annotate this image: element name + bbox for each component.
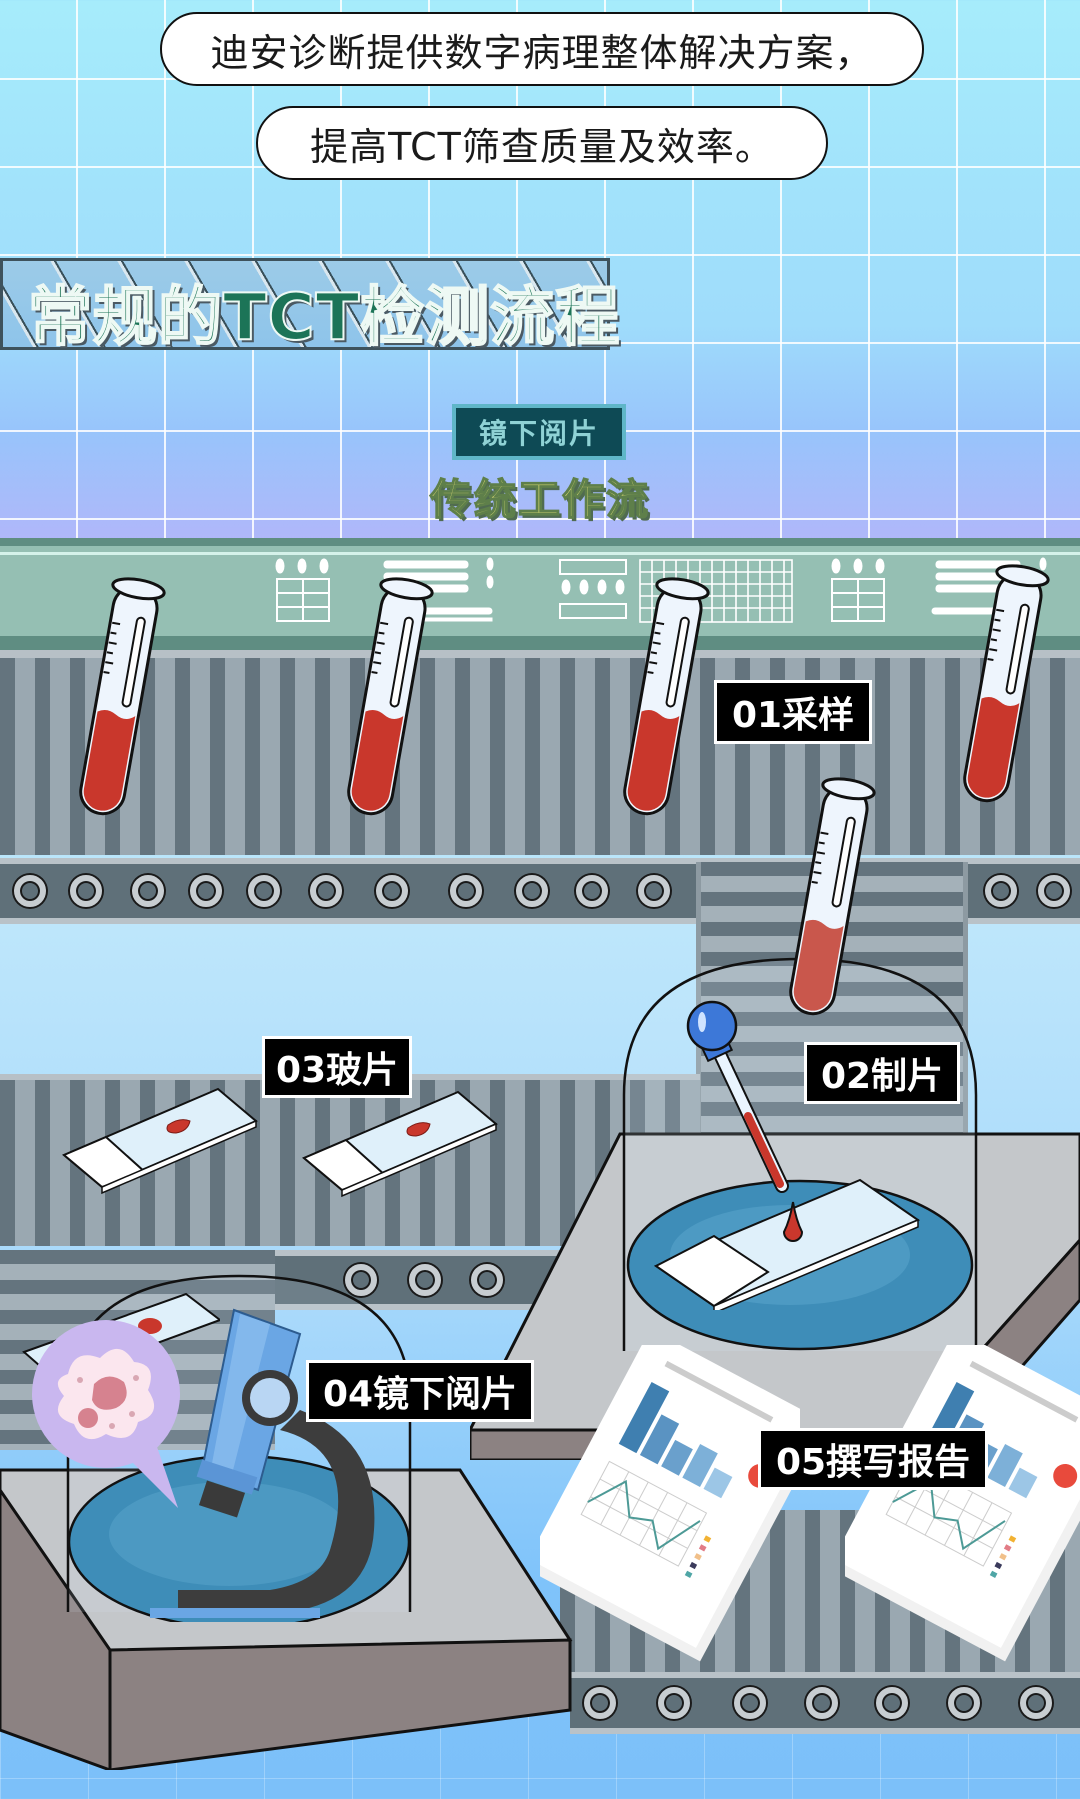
roller bbox=[1020, 1687, 1052, 1719]
roller bbox=[806, 1687, 838, 1719]
roller bbox=[14, 875, 46, 907]
roller bbox=[516, 875, 548, 907]
roller bbox=[70, 875, 102, 907]
roller bbox=[345, 1264, 377, 1296]
roller bbox=[450, 875, 482, 907]
step-label: 05撰写报告 bbox=[775, 1442, 971, 1483]
blood-drop-icon bbox=[782, 1201, 804, 1242]
step-label: 03玻片 bbox=[275, 1050, 399, 1091]
report-document-icon bbox=[845, 1345, 1080, 1662]
step-label: 02制片 bbox=[820, 1056, 944, 1097]
banner-line-1: 迪安诊断提供数字病理整体解决方案， bbox=[160, 12, 924, 86]
section-title-block: 常规的TCT检测流程 bbox=[0, 258, 620, 356]
roller bbox=[190, 875, 222, 907]
step-label: 04镜下阅片 bbox=[322, 1374, 518, 1415]
roller bbox=[376, 875, 408, 907]
test-tube-icon bbox=[963, 564, 1050, 803]
roller bbox=[310, 875, 342, 907]
report-document-icon bbox=[540, 1345, 800, 1662]
banner-text-1: 迪安诊断提供数字病理整体解决方案， bbox=[210, 30, 874, 75]
test-tube-icon bbox=[623, 577, 710, 816]
step-tag-04-microscopy: 04镜下阅片 bbox=[306, 1360, 534, 1422]
roller bbox=[584, 1687, 616, 1719]
banner-line-2: 提高TCT筛查质量及效率。 bbox=[256, 106, 828, 180]
roller bbox=[1038, 875, 1070, 907]
step-tag-05-report: 05撰写报告 bbox=[758, 1428, 988, 1490]
display-panel bbox=[0, 538, 1080, 650]
step-tag-03-slides: 03玻片 bbox=[262, 1036, 412, 1098]
test-tube-icon bbox=[347, 577, 434, 816]
test-tube-icon bbox=[789, 777, 876, 1016]
roller bbox=[658, 1687, 690, 1719]
roller bbox=[734, 1687, 766, 1719]
dropper-icon bbox=[686, 1000, 789, 1193]
page-title: 常规的TCT检测流程 bbox=[27, 280, 621, 356]
badge-microscope-reading: 镜下阅片 bbox=[452, 404, 626, 460]
panel-line bbox=[0, 552, 1080, 555]
step-tag-01-sampling: 01采样 bbox=[714, 680, 872, 744]
roller bbox=[248, 875, 280, 907]
truss-frame bbox=[0, 258, 610, 350]
microscope-icon bbox=[150, 1308, 375, 1618]
subtitle-traditional-workflow: 传统工作流 bbox=[429, 474, 650, 525]
roller bbox=[876, 1687, 908, 1719]
roller bbox=[409, 1264, 441, 1296]
roller bbox=[471, 1264, 503, 1296]
step-tag-02-preparation: 02制片 bbox=[804, 1042, 960, 1104]
roller bbox=[576, 875, 608, 907]
glass-slide-icon bbox=[302, 1090, 498, 1198]
test-tube-icon bbox=[79, 577, 166, 816]
roller bbox=[985, 875, 1017, 907]
lower-roller-rail bbox=[570, 1672, 1080, 1734]
step-label: 01采样 bbox=[731, 695, 855, 736]
cell-icon bbox=[32, 1320, 180, 1508]
roller bbox=[638, 875, 670, 907]
roller bbox=[948, 1687, 980, 1719]
banner-text-2: 提高TCT筛查质量及效率。 bbox=[310, 124, 774, 169]
glass-slide-icon bbox=[62, 1087, 258, 1195]
upper-conveyor-belt bbox=[0, 650, 1080, 855]
middle-roller-rail bbox=[275, 1250, 575, 1310]
roller bbox=[132, 875, 164, 907]
